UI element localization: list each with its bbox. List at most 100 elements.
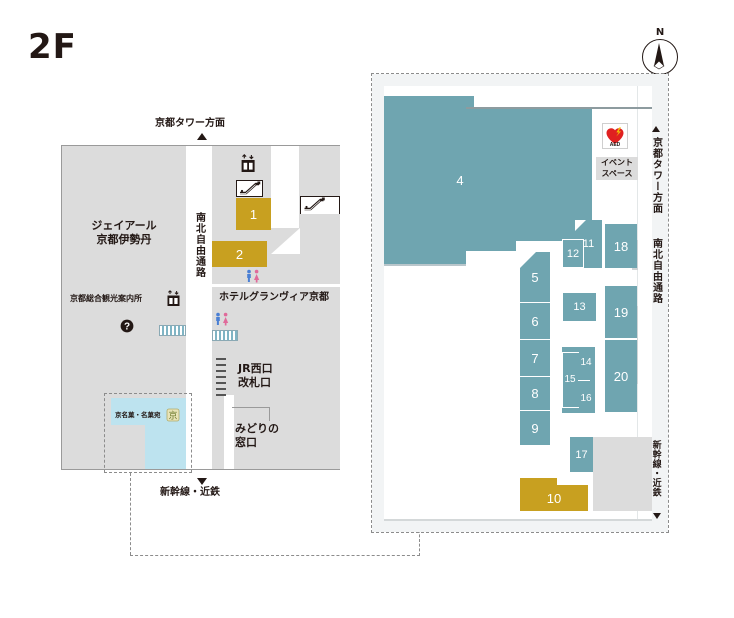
shop-7[interactable]: 7 [520,340,550,376]
station-block-left-of-1 [212,198,236,230]
shop-16[interactable]: 16 [580,393,592,404]
shop-14[interactable]: 14 [580,357,592,368]
shop-8[interactable]: 8 [520,377,550,410]
direction-label-shinkansen-left: 新幹線・近鉄 [160,487,220,498]
shop-15-outline [562,352,579,408]
shop-4-notch [474,96,592,108]
tourist-info-block [62,289,186,309]
svg-text:京: 京 [168,410,177,422]
shop-18[interactable]: 18 [605,224,637,268]
shop-4-part-a[interactable] [384,96,466,264]
hotel-band-sep [212,284,340,287]
sweets-zone-dashed-outline [104,393,192,473]
direction-label-free-passage-right: 南北自由通路 [650,238,662,304]
station-lower-gap [224,395,234,469]
arrow-down-icon-left [197,478,207,485]
shop-14-16-divider [578,380,590,382]
station-lower-strip [212,395,224,469]
shop-1[interactable]: 1 [236,198,271,230]
shop-17[interactable]: 17 [570,437,593,472]
station-corridor-upper [271,146,299,214]
arrow-up-icon-right [652,126,660,132]
direction-label-kyoto-tower-right: 京都タワー方面 [650,137,662,214]
jr-kyoto-isetan-label-1: ジェイアール [91,219,157,232]
jr-kyoto-isetan-block [62,146,186,296]
shop-12[interactable]: 12 [562,239,584,268]
midori-leader-v [269,407,270,421]
direction-label-shinkansen-right: 新幹線・近鉄 [650,440,661,497]
right-corridor-line [637,86,638,520]
hotel-block [212,287,340,307]
shop-4-part-b[interactable] [466,108,592,241]
svg-text:AED: AED [610,142,621,147]
sep-6-7 [520,339,550,341]
right-building-bottom-edge [384,519,652,521]
jr-west-gate-label-2: 改札口 [238,376,271,389]
elevator-icon-2 [240,154,256,173]
sep-19-20 [605,338,637,340]
compass-north-label: N [655,27,665,38]
shop-6[interactable]: 6 [520,303,550,339]
sep-8-9 [520,410,550,412]
elevator-icon [166,290,181,307]
direction-label-free-passage-left: 南北自由通路 [193,212,205,278]
midori-label-2: 窓口 [235,436,257,449]
dashed-leader-vertical [130,473,131,555]
arrow-up-icon-left [197,133,207,140]
stairs-icon-left [159,325,186,336]
jr-gate-marks [216,358,226,396]
shop-5-corner-cut [520,252,536,268]
stairs-icon-station [212,330,238,341]
shop-4-edge-bottom [384,264,466,266]
information-icon: ? [120,319,134,333]
compass-north-icon: N [642,27,678,75]
shop-4-step[interactable] [466,241,516,251]
shop-12-outline [562,239,584,268]
shop-13[interactable]: 13 [563,293,596,321]
left-concourse-c [122,336,186,371]
event-space-label-2: スペース [596,168,638,180]
shop-4-label: 4 [456,172,464,188]
sweets-shop-label: 京名菓・名菓宛 [115,411,161,419]
shop-10-ext[interactable] [520,478,557,486]
free-passage-corridor [186,146,212,469]
shop-2[interactable]: 2 [212,241,267,267]
shop-4-part-c[interactable] [466,96,474,108]
escalator-icon-2 [300,196,340,215]
station-corridor-gap [271,214,299,228]
aed-icon: AED [602,123,628,149]
corridor-diagonal [271,228,300,254]
right-building-dashed-outline [371,73,669,533]
dashed-leader-vertical-2 [419,525,420,556]
concourse-divider-top [466,107,652,109]
sweets-shop-icon: 京 [166,408,180,422]
left-concourse-a [62,309,112,371]
event-space-label-1: イベント [596,157,638,169]
hotel-label: ホテルグランヴィア京都 [219,292,329,303]
right-lower-gray-block [593,437,652,511]
shop-9[interactable]: 9 [520,411,550,445]
shop-20[interactable]: 20 [605,340,637,412]
midori-leader-h [232,407,270,408]
tourist-info-label: 京都総合観光案内所 [70,294,142,303]
escalator-icon-1 [236,180,263,197]
shop-4-cut-bottom [384,264,466,276]
station-block-right [299,214,340,296]
sweets-shop-notch [111,425,145,469]
sep-7-8 [520,376,550,378]
shop-10[interactable]: 10 [520,485,588,511]
svg-text:?: ? [124,322,130,333]
left-lower-gray [62,371,112,469]
sep-5-6 [520,302,550,304]
midori-label-1: みどりの [235,422,279,435]
shop-15[interactable]: 15 [564,374,576,385]
shop-19[interactable]: 19 [605,286,637,338]
page-title: 2F [28,27,77,67]
dashed-leader-horizontal [130,555,420,556]
arrow-down-icon-right [653,513,661,519]
restroom-icon-2 [213,312,231,326]
direction-label-kyoto-tower-left: 京都タワー方面 [155,118,225,129]
jr-kyoto-isetan-label-2: 京都伊勢丹 [96,233,152,246]
restroom-icon-1 [244,269,262,283]
